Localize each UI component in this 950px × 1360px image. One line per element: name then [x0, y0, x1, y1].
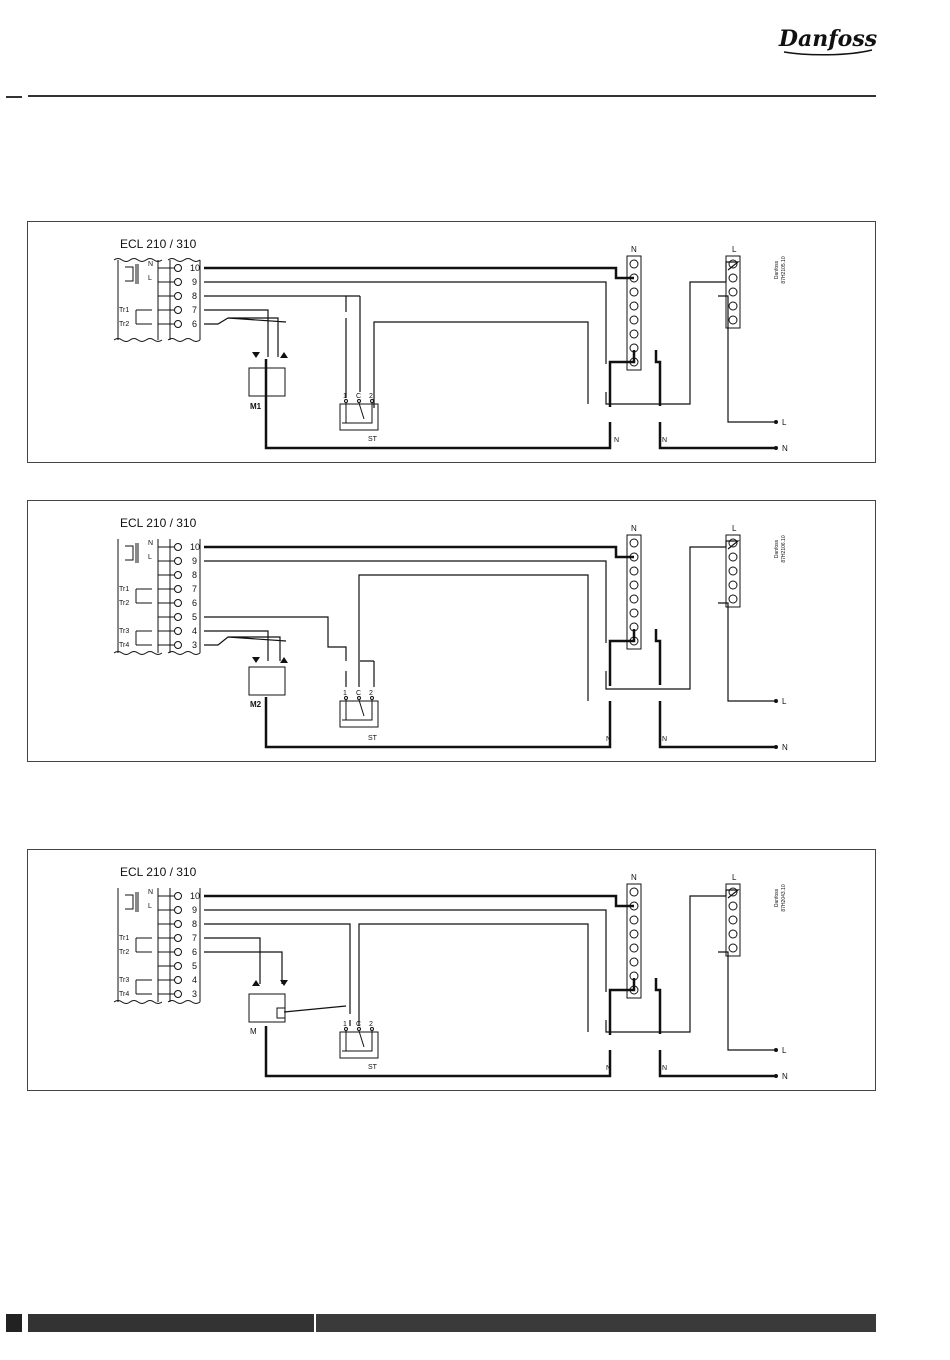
svg-text:L: L: [782, 1046, 787, 1055]
svg-text:7: 7: [192, 584, 197, 594]
svg-text:L: L: [148, 554, 152, 561]
svg-text:N: N: [148, 889, 153, 896]
svg-text:N: N: [662, 437, 667, 444]
header-rule-short: [6, 96, 22, 98]
svg-text:N: N: [782, 1072, 788, 1081]
svg-text:N: N: [631, 524, 637, 533]
svg-text:C: C: [356, 393, 361, 400]
footer-page-block: [6, 1314, 22, 1332]
svg-text:N: N: [631, 245, 637, 254]
footer-bar-right: [316, 1314, 876, 1332]
danfoss-logo: Danfoss: [778, 20, 878, 60]
svg-text:5: 5: [192, 612, 197, 622]
svg-text:N: N: [631, 873, 637, 882]
svg-text:3: 3: [192, 989, 197, 999]
svg-text:N: N: [614, 437, 619, 444]
svg-text:Tr3: Tr3: [119, 977, 129, 984]
svg-text:C: C: [356, 1021, 361, 1028]
svg-text:Tr4: Tr4: [119, 991, 129, 998]
wiring-diagram-svg: ECL 210 / 310 N L Tr1 Tr2 Tr3 Tr4 10 9 8…: [28, 850, 877, 1092]
svg-text:2: 2: [369, 1021, 373, 1028]
svg-text:L: L: [148, 275, 152, 282]
diagram-code: 87H2106.10: [781, 535, 787, 562]
svg-text:2: 2: [369, 690, 373, 697]
svg-text:8: 8: [192, 291, 197, 301]
svg-text:Tr2: Tr2: [119, 949, 129, 956]
svg-text:N: N: [662, 1065, 667, 1072]
svg-text:9: 9: [192, 277, 197, 287]
svg-text:8: 8: [192, 570, 197, 580]
svg-text:1: 1: [343, 690, 347, 697]
svg-text:9: 9: [192, 556, 197, 566]
controller-title: ECL 210 / 310: [120, 516, 197, 530]
svg-text:N: N: [148, 261, 153, 268]
wiring-diagram-2: ECL 210 / 310 N L Tr1 Tr2 Tr3 Tr4 10 9 8…: [27, 500, 876, 762]
svg-text:Tr1: Tr1: [119, 935, 129, 942]
svg-text:L: L: [782, 418, 787, 427]
svg-text:8: 8: [192, 919, 197, 929]
svg-text:6: 6: [192, 598, 197, 608]
svg-text:Tr2: Tr2: [119, 600, 129, 607]
controller-title: ECL 210 / 310: [120, 865, 197, 879]
svg-text:N: N: [782, 444, 788, 453]
svg-text:Tr2: Tr2: [119, 321, 129, 328]
diagram-code: 87H2105.10: [781, 256, 787, 283]
motor-label: M1: [250, 402, 262, 411]
svg-text:Tr1: Tr1: [119, 307, 129, 314]
svg-text:1: 1: [343, 1021, 347, 1028]
svg-text:Tr4: Tr4: [119, 642, 129, 649]
svg-text:7: 7: [192, 305, 197, 315]
svg-text:1: 1: [343, 393, 347, 400]
motor-label: M: [250, 1027, 257, 1036]
svg-text:N: N: [782, 743, 788, 752]
svg-text:N: N: [606, 1065, 611, 1072]
svg-text:6: 6: [192, 319, 197, 329]
wiring-diagram-svg: ECL 210 / 310 N L Tr1 Tr2 10 9 8 7 6: [28, 222, 877, 464]
svg-text:5: 5: [192, 961, 197, 971]
svg-text:3: 3: [192, 640, 197, 650]
svg-text:9: 9: [192, 905, 197, 915]
svg-text:2: 2: [369, 393, 373, 400]
svg-text:4: 4: [192, 626, 197, 636]
svg-text:10: 10: [190, 891, 200, 901]
wiring-diagram-1: ECL 210 / 310 N L Tr1 Tr2 10 9 8 7 6: [27, 221, 876, 463]
diagram-code: 87H2043.10: [781, 884, 787, 911]
svg-text:7: 7: [192, 933, 197, 943]
svg-text:Tr3: Tr3: [119, 628, 129, 635]
logo-text: Danfoss: [778, 26, 877, 52]
svg-text:4: 4: [192, 975, 197, 985]
thermostat-label: ST: [368, 735, 378, 742]
svg-text:10: 10: [190, 542, 200, 552]
svg-text:N: N: [606, 736, 611, 743]
header-rule: [28, 95, 876, 97]
svg-text:L: L: [732, 873, 737, 882]
svg-text:L: L: [732, 524, 737, 533]
motor-label: M2: [250, 700, 262, 709]
svg-text:Danfoss: Danfoss: [774, 260, 780, 279]
svg-text:10: 10: [190, 263, 200, 273]
wiring-diagram-svg: ECL 210 / 310 N L Tr1 Tr2 Tr3 Tr4 10 9 8…: [28, 501, 877, 763]
thermostat-label: ST: [368, 436, 378, 443]
svg-text:Danfoss: Danfoss: [774, 539, 780, 558]
footer-bar: [6, 1314, 876, 1332]
svg-text:L: L: [782, 697, 787, 706]
svg-text:C: C: [356, 690, 361, 697]
svg-text:L: L: [732, 245, 737, 254]
svg-text:Tr1: Tr1: [119, 586, 129, 593]
controller-title: ECL 210 / 310: [120, 237, 197, 251]
footer-bar-left: [28, 1314, 314, 1332]
svg-text:L: L: [148, 903, 152, 910]
svg-text:N: N: [662, 736, 667, 743]
svg-text:N: N: [148, 540, 153, 547]
thermostat-label: ST: [368, 1064, 378, 1071]
svg-text:6: 6: [192, 947, 197, 957]
wiring-diagram-3: ECL 210 / 310 N L Tr1 Tr2 Tr3 Tr4 10 9 8…: [27, 849, 876, 1091]
svg-text:Danfoss: Danfoss: [774, 888, 780, 907]
